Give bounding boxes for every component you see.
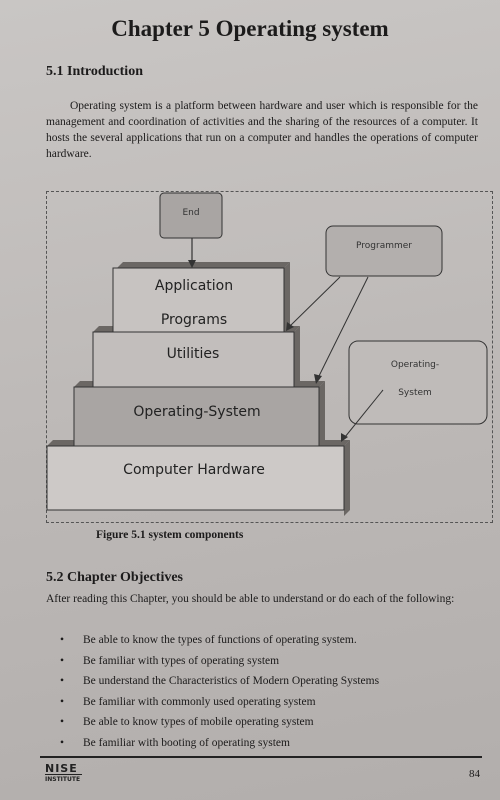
bullet-dot: • [60,736,65,749]
objective-text: Be familiar with booting of operating sy… [83,736,290,749]
os-note-label-line2: System [398,388,432,398]
objectives-intro: After reading this Chapter, you should b… [46,593,455,605]
bullet-dot: • [60,695,65,708]
bullet-dot: • [60,675,65,687]
objective-text: Be understand the Characteristics of Mod… [83,675,380,687]
nise-logo: NISE INSTITUTE [45,762,82,788]
os-note-arrow [344,389,384,438]
utilities-layer-shadow-side [294,326,300,389]
section-heading-introduction: 5.1 Introduction [46,64,143,79]
os-note-arrow-head [341,433,348,442]
objective-item: • Be familiar with commonly used operatin… [60,692,379,713]
objective-text: Be able to know types of mobile operatin… [83,716,314,728]
chapter-title: Chapter 5 Operating system [111,16,389,41]
objectives-list: • Be able to know the types of functions … [60,630,379,753]
application-label: Application [155,278,233,294]
os-layer-shadow-side [319,381,325,446]
objective-text: Be familiar with commonly used operating… [83,695,316,708]
programmer-arrow-1-head [286,322,294,331]
system-components-figure [46,191,493,523]
application-layer-shadow-top [117,262,290,268]
objective-item: • Be able to know the types of functions … [60,630,379,651]
os-note-label-line1: Operating- [391,360,439,370]
objective-item: • Be familiar with types of operating sys… [60,651,379,672]
figure-caption: Figure 5.1 system components [96,529,244,541]
utilities-layer [92,331,295,390]
end-label: End [182,208,199,218]
end-arrow-head [188,260,196,268]
section-heading-objectives: 5.2 Chapter Objectives [46,570,183,585]
objective-text: Be familiar with types of operating syst… [83,654,280,667]
bullet-dot: • [60,716,65,728]
logo-text: NISE [45,762,78,775]
programs-label: Programs [161,312,227,328]
programmer-box [325,225,443,277]
intro-paragraph: Operating system is a platform between h… [46,100,478,160]
objective-item: • Be able to know types of mobile operati… [60,712,379,733]
application-layer-shadow-side [284,262,290,334]
operating-system-note-box [348,340,488,425]
programmer-arrow-1 [289,276,341,327]
computer-hardware-label: Computer Hardware [123,462,265,478]
end-box [159,192,223,239]
bullet-dot: • [60,654,65,667]
footer-divider [40,756,482,758]
programmer-arrow-2-head [314,374,322,384]
page-number: 84 [469,768,480,780]
programmer-arrow-2 [317,276,369,379]
hardware-layer-shadow-side [344,440,350,516]
objective-item: • Be understand the Characteristics of Mo… [60,671,379,692]
utilities-label: Utilities [167,346,220,362]
programmer-label: Programmer [356,241,412,251]
objective-item: • Be familiar with booting of operating s… [60,733,379,754]
objective-text: Be able to know the types of functions o… [83,634,357,646]
operating-system-label: Operating-System [133,404,260,420]
bullet-dot: • [60,634,65,646]
computer-hardware-layer [46,445,345,511]
logo-subtext: INSTITUTE [45,774,82,783]
